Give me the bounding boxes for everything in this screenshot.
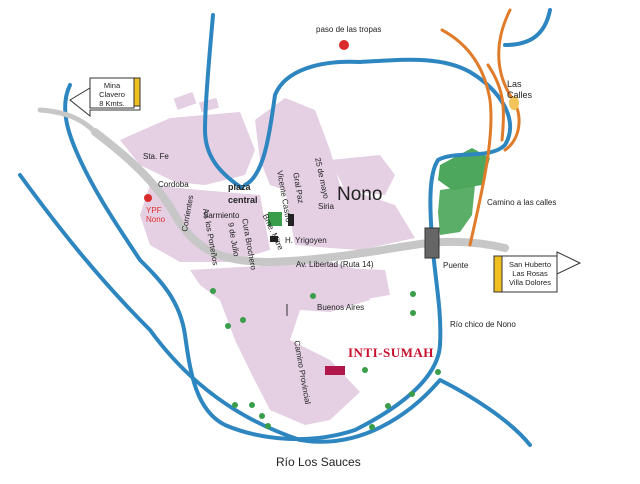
sign-right-line-1: San Huberto [508,260,552,269]
rio-sauces-label: Río Los Sauces [276,455,361,469]
street-sarmiento: Sarmiento [203,211,240,220]
sign-villa-dolores [493,251,582,293]
bridge [424,227,440,259]
inti-sumah-marker [325,366,345,375]
sign-right-line-2: Las Rosas [512,269,548,278]
paso-label: paso de las tropas [316,25,382,34]
puente-label: Puente [443,261,469,270]
las-calles-label-1: Las [507,79,522,89]
street-cordoba: Cordoba [158,180,189,189]
sign-right-line-3: Villa Dolores [509,278,551,287]
sign-left-text: Mina Clavero 8 Kmts. [92,81,132,108]
sign-right-text: San Huberto Las Rosas Villa Dolores [503,260,557,287]
street-buenos-aires: Buenos Aires [317,303,365,312]
street-sta-fe: Sta. Fe [143,152,169,161]
town-name: Nono [337,184,383,205]
plaza-label-1: plaza [228,182,251,192]
inti-sumah-label: INTI-SUMAH [348,345,434,360]
church-icon [270,214,294,242]
dirt-roads [440,8,521,247]
sign-left-line-1: Mina [103,81,121,90]
las-calles-marker [509,96,519,110]
street-yrigoyen: H. Yrigoyen [285,236,327,245]
ypf-marker [144,194,152,202]
camino-calles-label: Camino a las calles [487,198,557,207]
ypf-label-1: YPF [146,206,162,215]
plaza-label-2: central [228,195,258,205]
sign-left-line-3: 8 Kmts. [99,99,125,108]
rio-chico-label: Río chico de Nono [450,320,516,329]
paso-marker [339,40,349,50]
green-areas [268,148,490,235]
rivers [18,8,552,447]
palm-tree-icons [210,288,441,430]
ypf-label-2: Nono [146,215,166,224]
street-libertad: Av. Libertad (Ruta 14) [296,260,374,269]
sign-left-line-2: Clavero [99,90,125,99]
las-calles-label-2: Calles [507,90,533,100]
sign-mina-clavero [69,77,141,118]
street-siria: Siria [318,202,335,211]
